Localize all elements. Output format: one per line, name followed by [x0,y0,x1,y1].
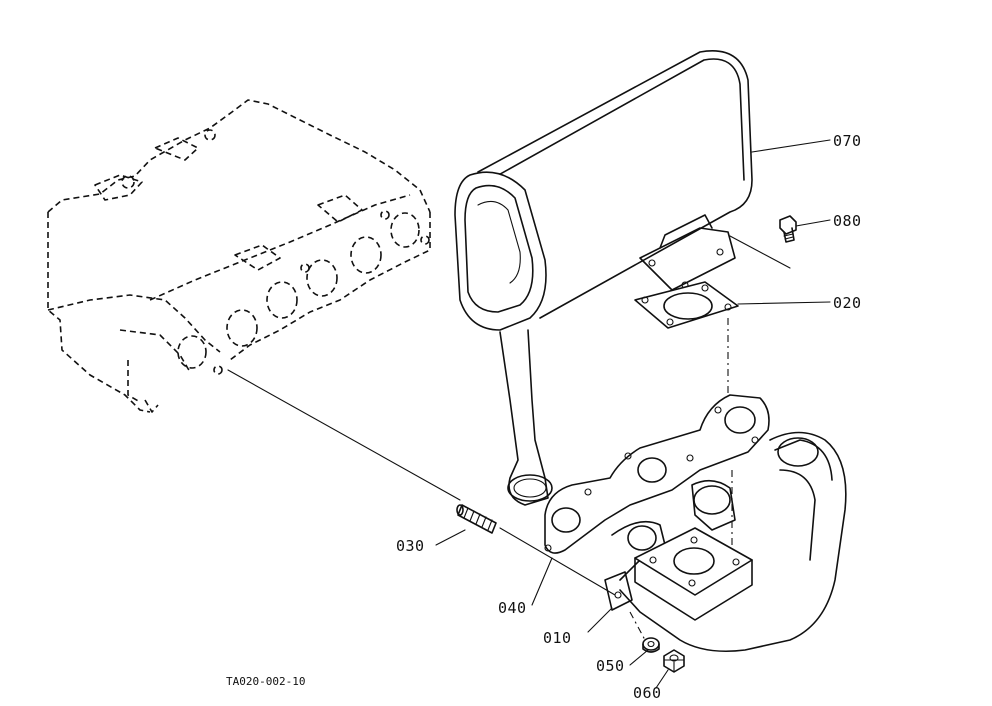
muffler-gasket [634,281,739,329]
bolt [779,215,797,243]
part-label-060: 060 [633,684,662,702]
lock-washer [642,637,660,653]
part-label-020: 020 [833,294,862,312]
stud-guide-line [227,369,461,501]
nut-guide-line [629,611,646,641]
part-label-050: 050 [596,657,625,675]
part-label-070: 070 [833,132,862,150]
leader-lines [435,139,831,689]
nut [663,649,685,673]
manifold-gasket [544,394,770,554]
reference-code: TA020-002-10 [226,675,305,688]
bolt-guide-line [729,235,791,269]
part-label-040: 040 [498,599,527,617]
part-label-080: 080 [833,212,862,230]
muffler [454,50,753,506]
exhaust-manifold [604,431,847,653]
part-label-010: 010 [543,629,572,647]
stud [456,504,497,534]
stud-guide-line-lower [499,527,616,596]
cylinder-head-outline [47,99,431,413]
part-label-030: 030 [396,537,425,555]
